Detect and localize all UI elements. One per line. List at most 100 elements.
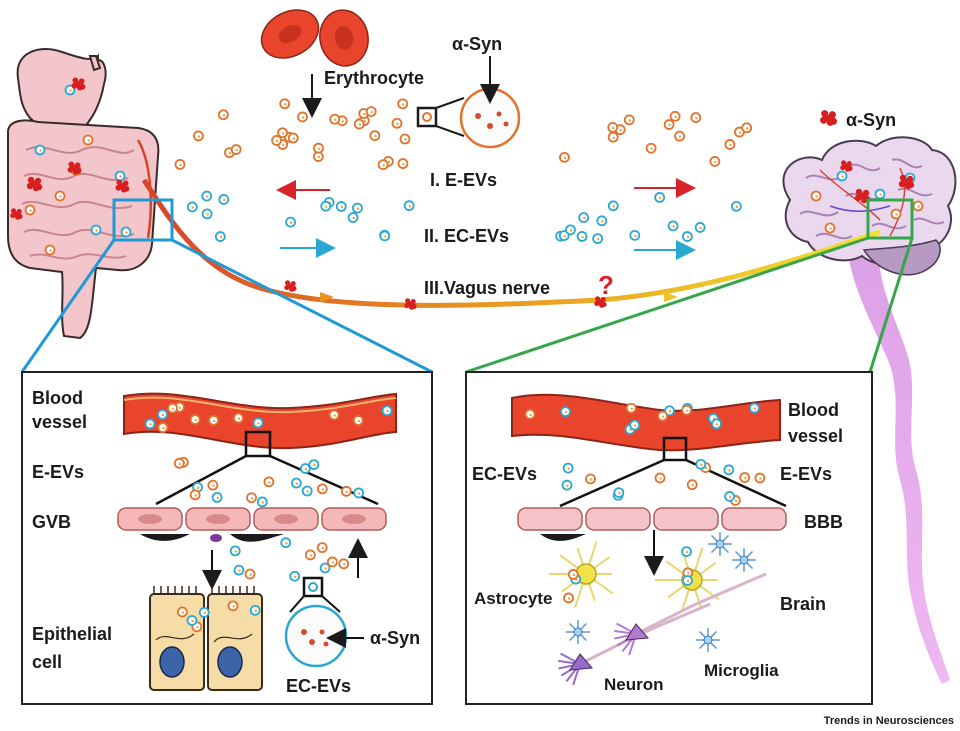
e-ev [391, 117, 403, 129]
e-ev [669, 110, 681, 122]
asyn-blob [854, 194, 862, 202]
e-ev-core [197, 135, 201, 138]
e-ev [24, 204, 36, 216]
ec-ev-core [289, 221, 293, 224]
ec-ev-core [728, 495, 732, 499]
brain-zoom-box [866, 198, 914, 240]
e-ev-core [572, 573, 576, 577]
microglia-body [715, 539, 725, 549]
asyn-blob [855, 188, 863, 196]
ec-ev-core [686, 235, 690, 239]
ec-ev [711, 418, 722, 430]
asyn-blob [594, 301, 600, 307]
ec-ev-core [285, 542, 288, 545]
microglia-body [703, 635, 713, 645]
vagus-arrowhead-2 [664, 292, 678, 302]
ec-ev [836, 170, 848, 182]
gut-panel [21, 371, 433, 705]
asyn-blob [26, 182, 34, 190]
asyn-aggregate [67, 161, 82, 175]
microglia-cell [566, 620, 590, 644]
e-ev [233, 412, 244, 424]
gvb-nucleus [274, 514, 298, 524]
ec-ev-core [685, 550, 689, 554]
asyn-blob [75, 167, 82, 174]
e-ev-core [686, 409, 689, 412]
asyn-blob [290, 281, 296, 287]
ec-ev [218, 194, 230, 205]
e-ev-core [563, 156, 567, 160]
ec-ev [607, 200, 619, 212]
asyn-blob [284, 285, 290, 291]
gut-vesicles [10, 77, 132, 256]
ec-ev-core [715, 423, 719, 426]
e-ev-core [179, 163, 182, 167]
e-ev [824, 222, 836, 234]
e-ev-core [387, 160, 391, 164]
asyn-blob [907, 181, 915, 189]
e-ev [810, 190, 822, 202]
ec-ev [403, 200, 415, 212]
left-gvb-label: GVB [32, 512, 71, 532]
ec-ev-core [581, 235, 584, 239]
ec-ev-core [196, 486, 200, 490]
asyn-blob [821, 110, 829, 118]
e-ev-core [235, 148, 238, 152]
e-ev-core [321, 547, 325, 550]
e-ev-core [358, 123, 362, 126]
ec-ev [681, 546, 692, 557]
asyn-blob [829, 117, 838, 125]
ec-ev [290, 477, 302, 489]
ec-ev-core [612, 205, 616, 208]
ec-ev [186, 201, 198, 213]
ec-ev [201, 208, 213, 220]
asyn-blob [68, 161, 75, 168]
ec-ev [353, 487, 365, 499]
asyn-blob [899, 174, 907, 182]
ec-ev [576, 231, 588, 242]
right-microglia-label: Microglia [704, 661, 779, 680]
ec-ev [319, 562, 331, 574]
ec-ev-core [313, 464, 316, 467]
asyn-aggregate [71, 77, 86, 91]
asyn-blob [862, 189, 870, 197]
asyn-blob [846, 161, 852, 167]
ec-ev [381, 405, 393, 417]
ec-ev [347, 212, 359, 223]
neurons [558, 572, 767, 686]
bbb-cell [517, 507, 583, 531]
asyn-blob [17, 213, 23, 219]
e-ev-core [334, 118, 337, 121]
asyn-blob [122, 180, 129, 187]
e-ev [246, 492, 257, 504]
e-ev [654, 472, 666, 484]
e-ev [271, 135, 282, 146]
ec-ev-core [340, 205, 344, 209]
ec-ev-core [634, 424, 637, 427]
ec-ev [320, 200, 332, 212]
asyn-top-label: α-Syn [452, 34, 502, 54]
gvb-nucleus [206, 514, 230, 524]
soma [625, 623, 650, 641]
e-ev-core [619, 129, 622, 132]
bbb-cell [653, 507, 719, 531]
brain-panel-vesicles [524, 402, 766, 604]
e-ev-core [194, 418, 197, 422]
e-ev-core [284, 103, 287, 106]
ec-ev-core [564, 411, 568, 414]
e-ev-core [363, 120, 367, 123]
e-ev [304, 549, 316, 561]
asyn-blob [291, 285, 297, 291]
ec-ev-core [203, 611, 207, 615]
neuron [558, 602, 711, 686]
e-ev-core [222, 114, 226, 117]
e-ev-core [49, 249, 52, 252]
ec-ev-core [206, 213, 209, 216]
ec-ev [664, 405, 675, 417]
asyn-blob [840, 165, 846, 171]
asyn-blob [906, 175, 914, 183]
e-ev-core [729, 143, 732, 147]
ec-ev-cloud [186, 190, 742, 245]
ec-ev [654, 192, 666, 203]
asyn-blob [847, 165, 853, 171]
